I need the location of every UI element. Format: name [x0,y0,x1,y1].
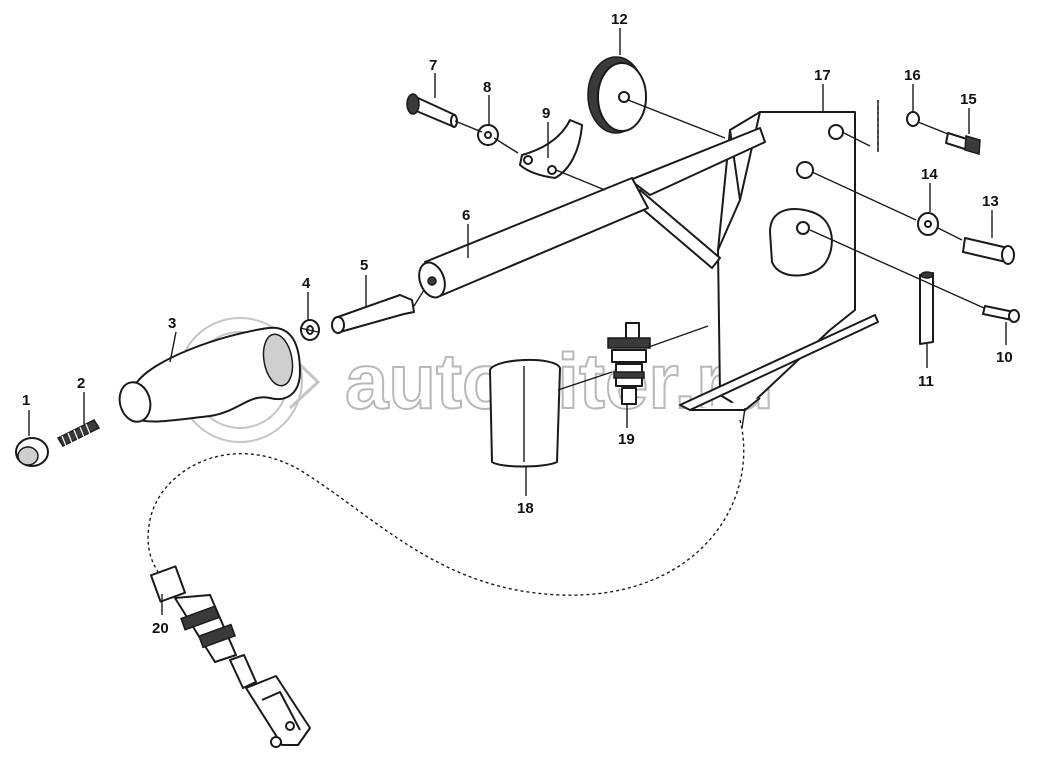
cable-end [149,565,311,748]
callout-17: 17 [814,67,831,84]
callout-11: 11 [918,373,934,390]
cable-dashed-line [147,419,745,596]
washer-top [477,124,499,146]
pawl [519,119,583,179]
gear-sector [587,56,647,134]
end-cap [15,437,49,467]
washer-16 [906,111,920,127]
bent-pin [331,294,415,334]
handle-grip [118,326,301,423]
callout-1: 1 [22,392,30,409]
callout-18: 18 [517,500,534,517]
callout-10: 10 [996,349,1013,366]
callout-9: 9 [542,105,550,122]
callout-8: 8 [483,79,491,96]
callout-13: 13 [982,193,999,210]
spring [56,419,101,447]
callout-leaders [28,28,1007,615]
callout-20: 20 [152,620,169,637]
callout-labels: 1 2 3 4 5 6 7 8 9 10 11 12 13 14 15 16 1… [22,11,1013,637]
lever-arm [629,127,766,269]
callout-3: 3 [168,315,176,332]
rod-11 [919,271,934,345]
switch [607,322,651,405]
shaft-tube [418,177,649,299]
pin-13 [962,237,1015,265]
boot-cover [489,359,561,468]
assembly-leader-lines [299,99,985,429]
pin-top [406,93,458,128]
pin-10 [982,305,1020,323]
callout-19: 19 [618,431,635,448]
bolt-15 [945,132,981,155]
bracket-plate [679,111,879,411]
callout-14: 14 [921,166,938,183]
callout-12: 12 [611,11,628,28]
callout-7: 7 [429,57,437,74]
callout-16: 16 [904,67,921,84]
callout-6: 6 [462,207,470,224]
washer-14 [917,212,939,236]
callout-15: 15 [960,91,977,108]
callout-4: 4 [302,275,311,292]
callout-2: 2 [77,375,85,392]
callout-5: 5 [360,257,368,274]
